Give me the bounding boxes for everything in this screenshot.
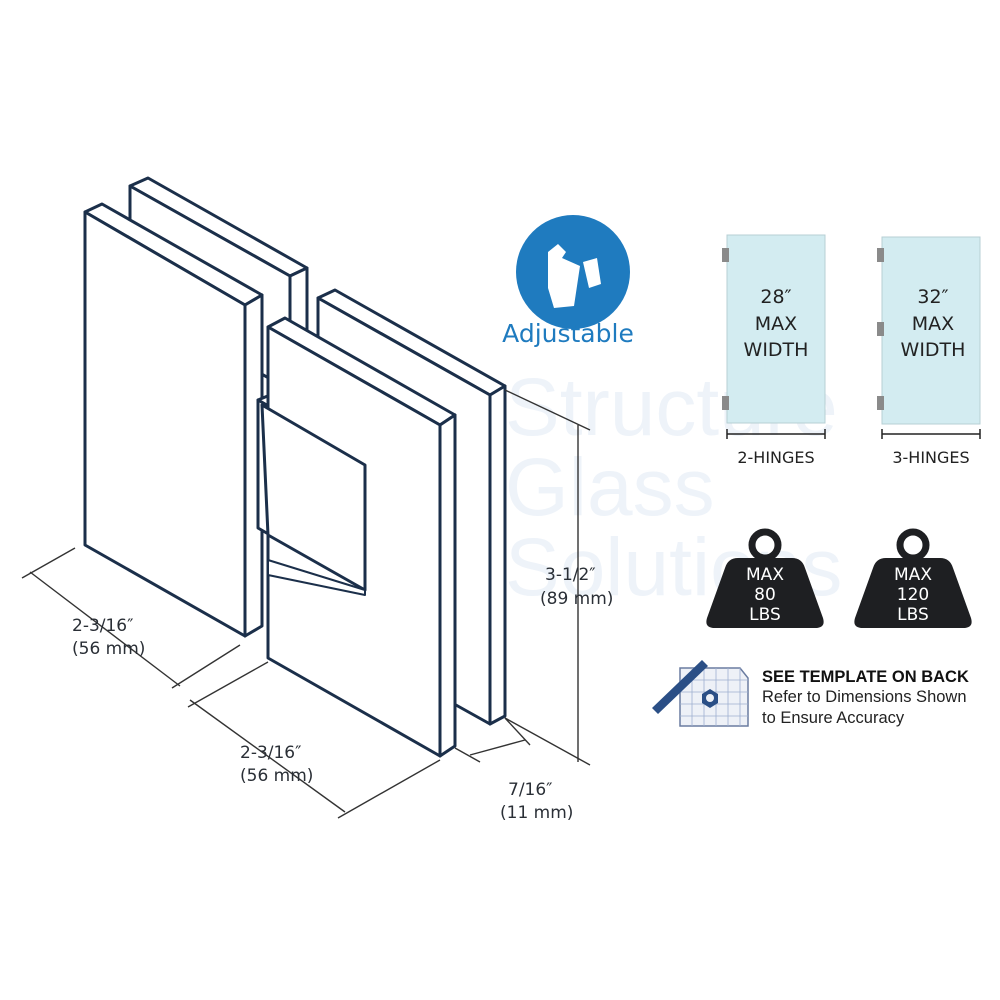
weight-max: MAX bbox=[746, 565, 784, 585]
weight-unit: LBS bbox=[749, 605, 781, 625]
hinge-icon bbox=[877, 322, 884, 336]
height-mm: (89 mm) bbox=[540, 589, 613, 609]
weight-value: 120 bbox=[897, 585, 929, 605]
width1-mm: (56 mm) bbox=[72, 639, 145, 659]
thickness-mm: (11 mm) bbox=[500, 803, 573, 823]
door-width: 32″ bbox=[917, 286, 948, 308]
template-line-1: Refer to Dimensions Shown bbox=[762, 688, 967, 706]
hinge-illustration bbox=[83, 176, 507, 758]
dimension-lines bbox=[21, 389, 591, 819]
front-right-plate-side bbox=[438, 413, 457, 758]
glass-panel bbox=[726, 234, 826, 424]
weight-value: 80 bbox=[754, 585, 776, 605]
hinge-icon bbox=[722, 396, 729, 410]
weight-80: MAX 80 LBS bbox=[706, 528, 824, 628]
door-max: MAX bbox=[912, 313, 954, 335]
template-note: SEE TEMPLATE ON BACK Refer to Dimensions… bbox=[652, 660, 969, 727]
dimension-labels: 2-3/16″ (56 mm) 2-3/16″ (56 mm) 3-1/2″ (… bbox=[72, 565, 613, 823]
hinge-icon bbox=[722, 248, 729, 262]
template-ruler-icon bbox=[652, 660, 749, 727]
glass-panel bbox=[881, 236, 981, 425]
front-left-plate-face bbox=[83, 210, 247, 638]
height-inches: 3-1/2″ bbox=[545, 565, 596, 585]
weight-120: MAX 120 LBS bbox=[854, 528, 972, 628]
hinge-count-label: 3-HINGES bbox=[892, 448, 969, 467]
template-line-2: to Ensure Accuracy bbox=[762, 709, 905, 727]
weight-icon bbox=[896, 528, 930, 562]
hinge-icon bbox=[877, 396, 884, 410]
adjustable-badge: Adjustable bbox=[502, 215, 634, 348]
watermark-line-2: Glass bbox=[505, 442, 715, 533]
door-max: MAX bbox=[755, 313, 797, 335]
door-width: 28″ bbox=[760, 286, 791, 308]
weight-max: MAX bbox=[894, 565, 932, 585]
width1-inches: 2-3/16″ bbox=[72, 616, 133, 636]
door-2-hinges: 28″ MAX WIDTH 2-HINGES bbox=[722, 234, 826, 467]
template-title: SEE TEMPLATE ON BACK bbox=[762, 668, 969, 686]
width2-inches: 2-3/16″ bbox=[240, 743, 301, 763]
adjustable-label: Adjustable bbox=[502, 319, 634, 348]
door-width-label: WIDTH bbox=[901, 339, 966, 361]
back-right-plate-side bbox=[488, 384, 507, 726]
width2-mm: (56 mm) bbox=[240, 766, 313, 786]
knuckle-step bbox=[267, 559, 366, 596]
thickness-inches: 7/16″ bbox=[508, 780, 553, 800]
hinge-count-label: 2-HINGES bbox=[737, 448, 814, 467]
door-width-label: WIDTH bbox=[744, 339, 809, 361]
door-3-hinges: 32″ MAX WIDTH 3-HINGES bbox=[877, 236, 981, 467]
hinge-icon bbox=[877, 248, 884, 262]
weight-unit: LBS bbox=[897, 605, 929, 625]
